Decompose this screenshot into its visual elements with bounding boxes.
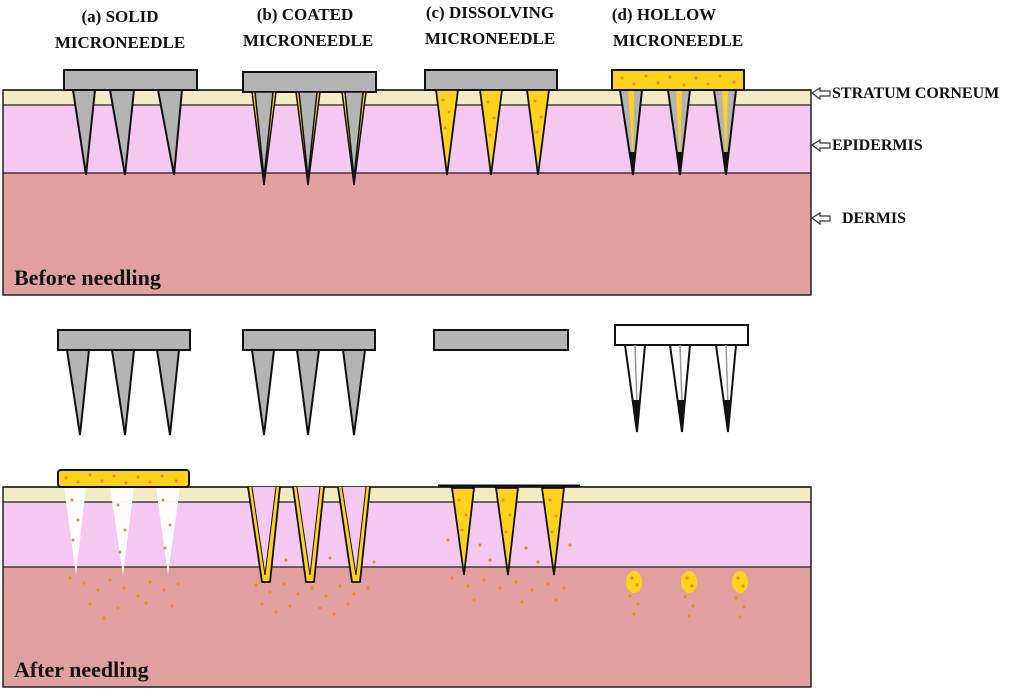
col-title-solid-line1: (a) SOLID [82,7,159,26]
col-title-hollow-line1: (d) HOLLOW [612,5,716,24]
col-title-hollow-line2: MICRONEEDLE [613,31,743,50]
arrow-left-icon [810,86,831,101]
layer-labels: STRATUM CORNEUM EPIDERMIS DERMIS [810,85,999,227]
stratum-corneum-layer-before [3,90,811,105]
solid-microneedle-before [63,69,198,176]
col-title-solid-line2: MICRONEEDLE [55,33,185,52]
dermis-layer-before [3,173,811,295]
stratum-corneum-layer-after [3,487,811,502]
label-epidermis: EPIDERMIS [832,137,923,154]
phase-label-before: Before needling [14,265,161,290]
coated-after-residue [247,486,376,616]
label-dermis: DERMIS [842,210,906,227]
col-title-dissolving-line1: (c) DISSOLVING [426,3,554,22]
skin-after [2,486,812,688]
col-title-dissolving-line2: MICRONEEDLE [425,29,555,48]
hollow-microneedle-before [611,69,745,176]
solid-after-channels [57,469,190,620]
col-title-coated-line1: (b) COATED [257,5,354,24]
hollow-after-deposits [626,571,748,619]
hollow-microneedle-removed [614,324,749,433]
arrow-left-icon [810,211,831,226]
coated-microneedle-removed [242,329,376,436]
dissolving-microneedle-before [424,69,558,176]
label-stratum-corneum: STRATUM CORNEUM [832,85,999,102]
coated-microneedle-before [242,71,377,186]
dermis-layer-after [3,567,811,687]
phase-label-after: After needling [14,657,149,682]
dissolving-backing-removed [433,329,569,351]
arrow-left-icon [810,138,831,153]
dissolving-after-tips [438,484,580,604]
col-title-coated-line2: MICRONEEDLE [243,31,373,50]
solid-microneedle-removed [57,329,191,436]
epidermis-layer-after [3,502,811,567]
column-titles: (a) SOLID MICRONEEDLE (b) COATED MICRONE… [55,3,743,52]
